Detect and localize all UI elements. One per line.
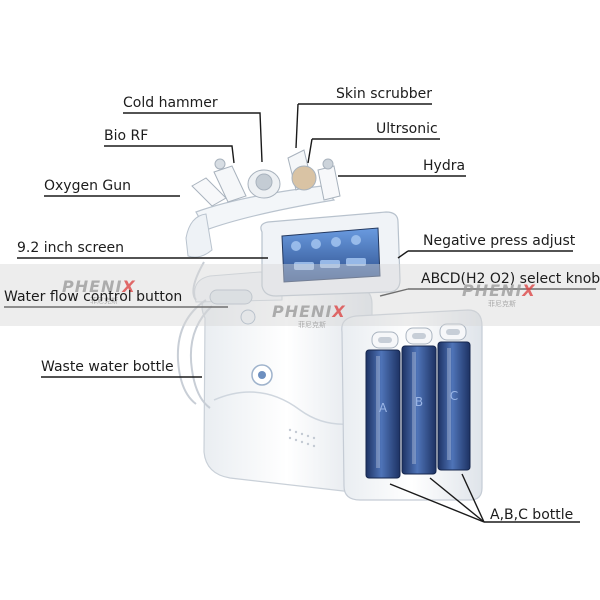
watermark-sub-right: 菲尼克斯 [488, 300, 516, 308]
pointer-ultrsonic-drop [307, 138, 313, 164]
pointer-negative-press [397, 250, 573, 259]
watermark-suffix: X [522, 281, 536, 300]
watermark-prefix: PHENI [62, 277, 123, 296]
pointer-lines [4, 103, 596, 523]
label-cold-hammer: Cold hammer [123, 95, 218, 111]
label-ultrsonic: Ultrsonic [376, 121, 438, 137]
pointer-cold-hammer [123, 112, 263, 163]
label-waste-water-bottle: Waste water bottle [41, 359, 174, 375]
label-negative-press-adjust: Negative press adjust [423, 233, 576, 249]
cables [176, 261, 213, 409]
label-hydra: Hydra [423, 158, 466, 174]
pointer-select-knob [379, 288, 596, 297]
label-skin-scrubber: Skin scrubber [336, 86, 432, 102]
label-abc-bottle: A,B,C bottle [490, 507, 574, 523]
abc-bottles [365, 323, 471, 479]
watermark-sub-left: 菲尼克斯 [90, 297, 118, 305]
label-water-flow-button: Water flow control button [4, 289, 183, 305]
pointer-abc-mid [429, 477, 485, 523]
touch-screen [260, 211, 401, 297]
machine-body [194, 271, 373, 493]
watermark-prefix: PHENI [272, 302, 333, 321]
watermark-prefix: PHENI [462, 281, 523, 300]
pointer-bio-rf [104, 145, 235, 164]
pointer-skin-scrubber-drop [295, 103, 299, 149]
watermark-logo-left: PHENIX [62, 277, 136, 296]
bottle-letter-a: A [379, 401, 388, 415]
watermark-band [0, 264, 600, 326]
watermark-suffix: X [332, 302, 346, 321]
handpiece-holder [185, 185, 336, 258]
watermark-sub-center: 菲尼克斯 [298, 321, 326, 329]
bottle-letter-b: B [415, 395, 423, 409]
label-select-knob: ABCD(H2 O2) select knob [421, 271, 600, 287]
watermark-logo-right: PHENIX [462, 281, 536, 300]
label-oxygen-gun: Oxygen Gun [44, 178, 132, 194]
label-bio-rf: Bio RF [104, 128, 149, 144]
pointer-abc-top [389, 483, 485, 523]
label-screen: 9.2 inch screen [17, 240, 125, 256]
bottle-cabinet: A B C [341, 309, 483, 501]
watermark-logo-center: PHENIX [272, 302, 346, 321]
watermark-suffix: X [122, 277, 136, 296]
handpieces [191, 149, 341, 207]
pointer-abc-right [461, 473, 485, 523]
bottle-letter-c: C [450, 389, 458, 403]
